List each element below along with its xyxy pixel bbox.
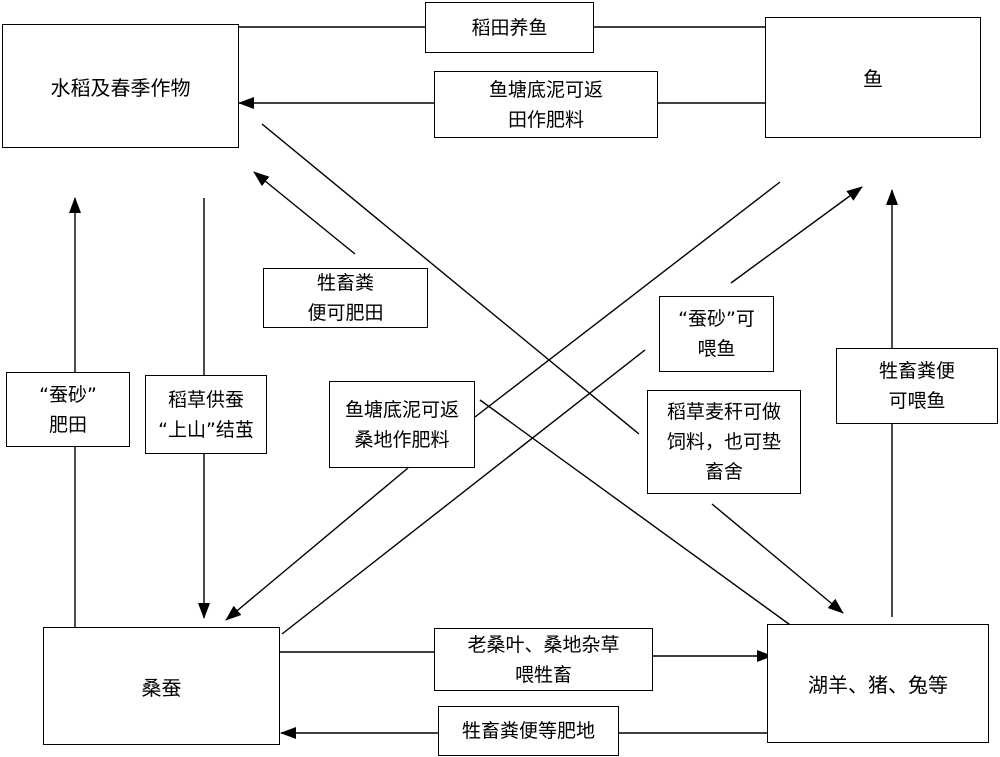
label-line: “蚕砂”可 [678, 308, 755, 330]
label-line: 鱼塘底泥可返 [488, 78, 603, 101]
label-line: 便可肥田 [307, 302, 384, 324]
label-line: 田作肥料 [507, 108, 584, 131]
label-pond-mud-to-rice: 鱼塘底泥可返 田作肥料 [434, 71, 658, 138]
label-silk-dung-fields: “蚕砂” 肥田 [6, 372, 130, 447]
node-silkworm: 桑蚕 [43, 627, 280, 745]
label-straw-for-silkworm: 稻草供蚕 “上山”结茧 [145, 375, 267, 454]
edge-straw-fodder-upper [261, 123, 640, 435]
edge-silk-dung-from-silkworm [281, 349, 646, 635]
label-line: 牲畜粪 [316, 272, 374, 294]
label-rice-fish-text: 稻田养鱼 [471, 16, 548, 39]
node-livestock-label: 湖羊、猪、兔等 [808, 673, 948, 697]
label-livestock-dung-fields: 牲畜粪 便可肥田 [263, 268, 428, 328]
label-line: “上山”结茧 [158, 418, 254, 441]
label-pond-mud-to-mulberry: 鱼塘底泥可返 桑地作肥料 [329, 381, 475, 468]
node-rice: 水稻及春季作物 [2, 24, 239, 148]
node-silkworm-label: 桑蚕 [141, 675, 182, 700]
label-line: 牲畜粪便 [878, 360, 955, 382]
edge-pond-mud-from-fish [474, 181, 781, 418]
label-line: 喂牲畜 [514, 663, 572, 686]
label-leaves-feed-livestock: 老桑叶、桑地杂草 喂牲畜 [434, 628, 653, 691]
arrow-livestock-dung-to-rice [253, 171, 356, 255]
label-line: 喂鱼 [697, 338, 736, 360]
arrow-straw-fodder-to-livestock [711, 503, 844, 614]
node-livestock: 湖羊、猪、兔等 [767, 624, 989, 743]
label-line: 稻草麦秆可做 [666, 401, 781, 423]
label-livestock-dung-mulberry-text: 牲畜粪便等肥地 [461, 720, 595, 742]
arrow-pond-mud-to-mulberry [225, 467, 409, 621]
label-livestock-dung-feed-fish: 牲畜粪便 可喂鱼 [836, 348, 998, 424]
label-rice-fish: 稻田养鱼 [425, 2, 594, 53]
label-straw-fodder: 稻草麦秆可做 饲料，也可垫 畜舍 [647, 390, 801, 494]
node-rice-label: 水稻及春季作物 [50, 75, 191, 100]
label-line: 饲料，也可垫 [666, 431, 781, 453]
arrow-silk-dung-to-fish [730, 186, 863, 284]
node-fish-label: 鱼 [863, 67, 883, 91]
label-livestock-dung-mulberry: 牲畜粪便等肥地 [438, 706, 619, 756]
label-silk-dung-feed-fish: “蚕砂”可 喂鱼 [659, 296, 774, 372]
label-line: 肥田 [48, 413, 87, 436]
label-line: 畜舍 [704, 461, 743, 483]
label-line: 鱼塘底泥可返 [344, 398, 459, 421]
label-line: 老桑叶、桑地杂草 [467, 633, 620, 656]
label-line: “蚕砂” [39, 383, 97, 406]
label-line: 桑地作肥料 [354, 428, 450, 451]
label-line: 稻草供蚕 [167, 388, 244, 411]
label-line: 可喂鱼 [888, 390, 946, 412]
node-fish: 鱼 [765, 17, 981, 138]
